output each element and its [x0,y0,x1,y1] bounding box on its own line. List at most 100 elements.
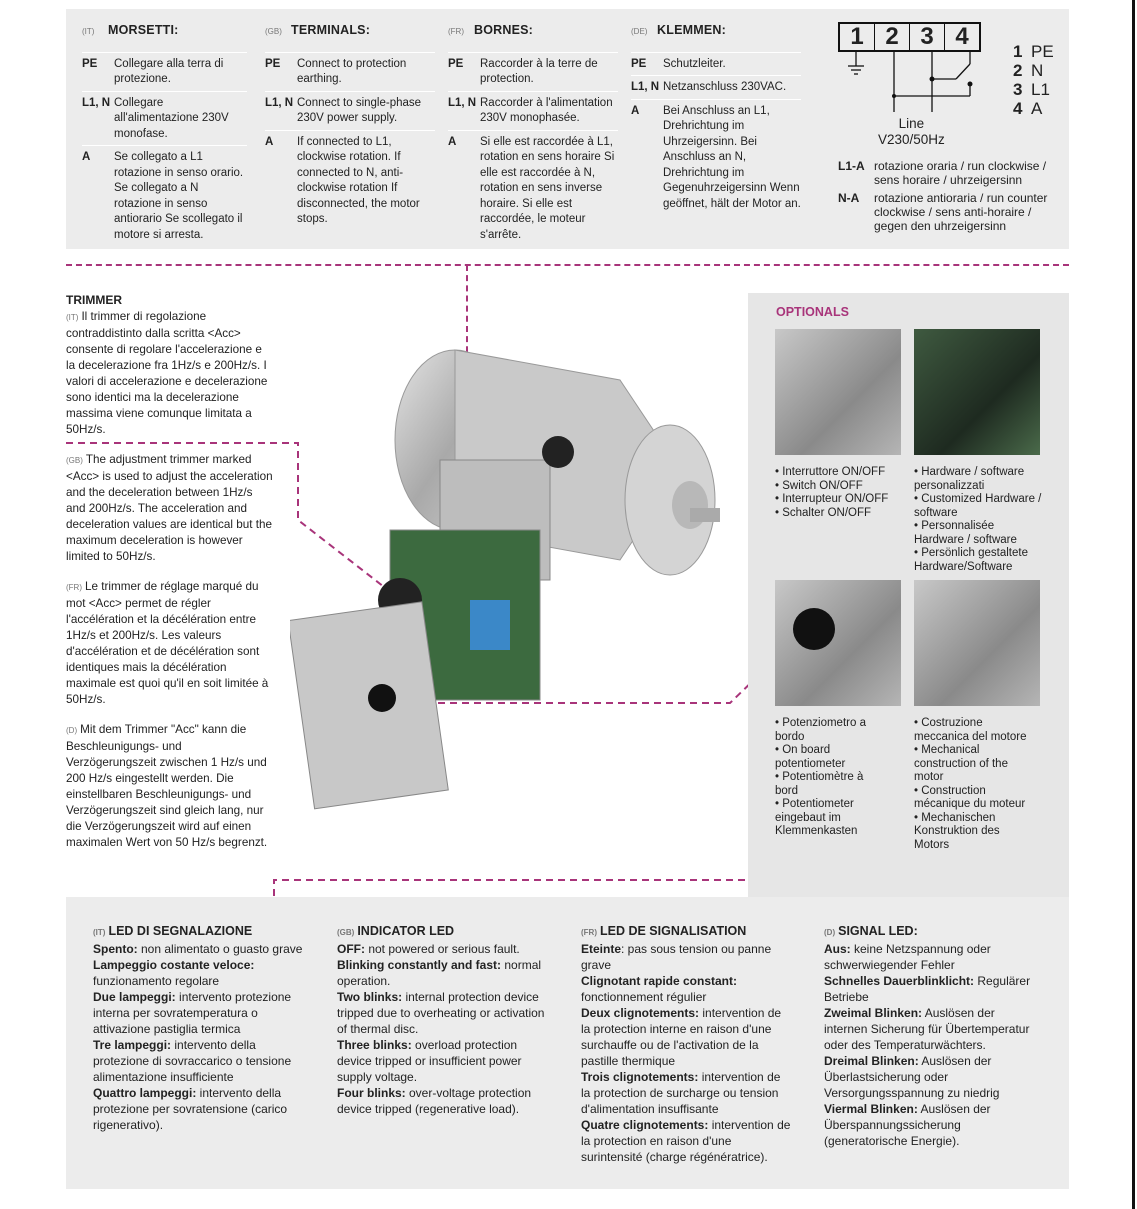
led-desc: intervention de la protection de surchar… [581,1070,781,1116]
led-item: Tre lampeggi: intervento della protezion… [93,1037,305,1085]
terminal-number: 3 [909,24,944,50]
trimmer-para: (GB)The adjustment trimmer marked <Acc> … [66,452,274,565]
column-title: TERMINALS: [291,23,371,37]
lang-tag: (D) [66,726,78,735]
optional-item: • Hardware / software personalizzati [914,466,1025,492]
led-title-text: SIGNAL LED: [838,924,918,938]
led-item: Four blinks: over-voltage protection dev… [337,1085,549,1117]
led-state: Zweimal Blinken: [824,1006,923,1020]
led-state: Three blinks: [337,1038,412,1052]
led-state: Quattro lampeggi: [93,1086,197,1100]
terminal-desc: Raccorder à l'alimentation 230V monophas… [480,96,613,125]
led-item: Dreimal Blinken: Auslösen der Überlastsi… [824,1053,1036,1101]
motor-illustration [290,349,720,810]
led-item: Blinking constantly and fast: normal ope… [337,957,549,989]
led-desc: intervention de la protection en raison … [581,1118,791,1164]
lang-tag: (GB) [66,456,83,465]
led-desc: Regulärer Betriebe [824,974,1031,1004]
led-state: Schnelles Dauerblinklicht: [824,974,975,988]
map-label: N [1031,61,1044,80]
map-label: L1 [1031,80,1050,99]
led-title: (IT)LED DI SEGNALAZIONE [93,923,305,941]
led-column-gb: (GB)INDICATOR LED OFF: not powered or se… [337,923,549,1117]
optional-item: • Mechanical construction of the motor [914,744,1008,783]
column-title: MORSETTI: [108,23,179,37]
terminal-desc: Collegare all'alimentazione 230V monofas… [114,96,229,140]
led-title: (GB)INDICATOR LED [337,923,549,941]
led-title: (FR)LED DE SIGNALISATION [581,923,793,941]
led-desc: internal protection device tripped due t… [337,990,545,1036]
section-divider [66,264,1069,266]
led-state: Quatre clignotements: [581,1118,709,1132]
optional-list: • Potenziometro a bordo • On board poten… [775,717,875,839]
led-panel: (IT)LED DI SEGNALAZIONE Spento: non alim… [66,897,1069,1189]
optional-list: • Interruttore ON/OFF • Switch ON/OFF • … [775,466,905,520]
led-state: Two blinks: [337,990,403,1004]
led-column-it: (IT)LED DI SEGNALAZIONE Spento: non alim… [93,923,305,1133]
lang-tag: (IT) [93,928,106,937]
terminal-desc: Raccorder à la terre de protection. [480,57,598,86]
lang-tag: (D) [824,928,836,937]
lang-tag: (IT) [66,313,79,322]
led-title-text: INDICATOR LED [357,924,455,938]
trimmer-para: (D)Mit dem Trimmer "Acc" kann die Beschl… [66,722,274,851]
terminal-key: PE [631,57,647,70]
lang-tag: (GB) [265,27,282,36]
led-state: Aus: [824,942,851,956]
led-desc: not powered or serious fault. [365,942,520,956]
led-desc: over-voltage protection device tripped (… [337,1086,532,1116]
led-title-text: LED DI SEGNALAZIONE [108,924,253,938]
led-item: Due lampeggi: intervento protezione inte… [93,989,305,1037]
trimmer-text: Mit dem Trimmer "Acc" kann die Beschleun… [66,723,268,849]
switch-photo [775,329,901,455]
rotation-desc: rotazione antioraria / run counter clock… [874,191,1048,233]
terminal-key: PE [265,57,281,70]
led-desc: overload protection device tripped or in… [337,1038,522,1084]
led-desc: fonctionnement régulier [581,990,707,1004]
led-state: Eteinte [581,942,622,956]
trimmer-para: (FR)Le trimmer de réglage marqué du mot … [66,579,274,708]
led-state: Clignotant rapide constant: [581,974,737,988]
terminal-key: PE [82,57,98,70]
terminal-desc: Bei Anschluss an L1, Drehrichtung im Uhr… [663,104,801,210]
led-desc: funzionamento regolare [93,974,220,988]
led-title: (D)SIGNAL LED: [824,923,1036,941]
optional-item: • Potenziometro a bordo [775,717,866,743]
optional-item: • Interrupteur ON/OFF [775,493,889,505]
led-item: Quattro lampeggi: intervento della prote… [93,1085,305,1133]
led-state: OFF: [337,942,365,956]
terminal-number: 2 [874,24,909,50]
optional-list: • Hardware / software personalizzati • C… [914,466,1044,574]
optional-item: • Construction mécanique du moteur [914,784,1026,811]
led-item: Eteinte: pas sous tension ou panne grave [581,941,793,973]
led-desc: non alimentato o guasto grave [137,942,303,956]
trimmer-title: TRIMMER [66,293,122,307]
led-column-de: (D)SIGNAL LED: Aus: keine Netzspannung o… [824,923,1036,1149]
map-label: A [1031,99,1043,118]
lang-tag: (FR) [448,27,464,36]
potentiometer-photo [775,580,901,706]
led-desc: Auslösen der Überlastsicherung oder Vers… [824,1054,1000,1100]
trimmer-section: TRIMMER (IT)Il trimmer di regolazione co… [66,292,274,865]
led-column-fr: (FR)LED DE SIGNALISATION Eteinte: pas so… [581,923,793,1165]
lang-tag: (FR) [581,928,597,937]
led-state: Spento: [93,942,138,956]
motor-construction-photo [914,580,1040,706]
led-desc: normal operation. [337,958,542,988]
led-item: Spento: non alimentato o guasto grave [93,941,305,957]
optional-item: • Interruttore ON/OFF [775,466,886,478]
led-item: OFF: not powered or serious fault. [337,941,549,957]
optional-item: • Personnalisée Hardware / software [914,520,1017,546]
rotation-desc: rotazione oraria / run clockwise / sens … [874,159,1047,187]
lang-tag: (FR) [66,583,82,592]
